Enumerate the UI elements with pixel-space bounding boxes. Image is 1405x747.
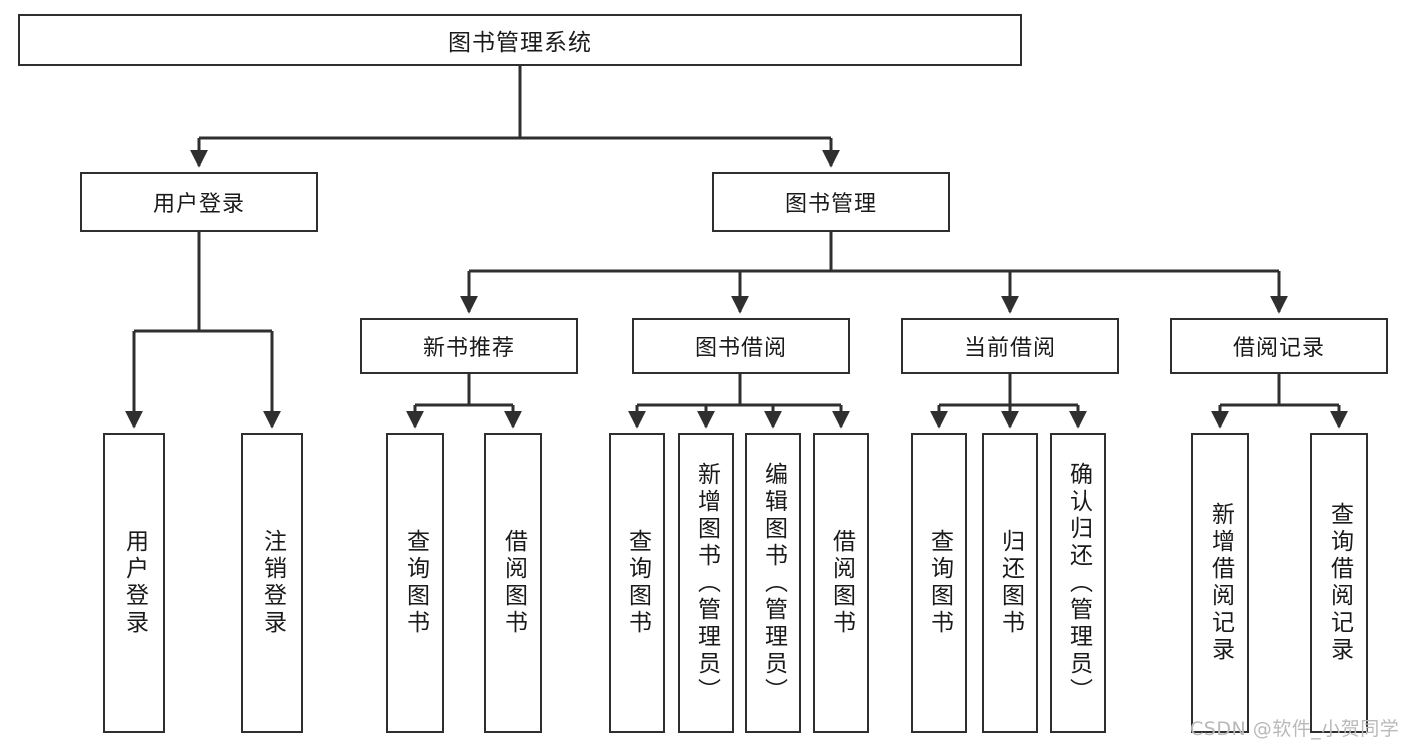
node-leaf-edit-book-label: 编辑图书（管理员） [760, 461, 787, 705]
node-leaf-borrow-book-1-label: 借阅图书 [500, 529, 527, 637]
node-leaf-query-record[interactable]: 查询借阅记录 [1310, 433, 1368, 733]
node-book-borrow-label: 图书借阅 [694, 336, 787, 361]
node-leaf-query-book-2[interactable]: 查询图书 [609, 433, 665, 733]
node-leaf-add-record-label: 新增借阅记录 [1207, 502, 1234, 664]
node-leaf-query-book-1[interactable]: 查询图书 [386, 433, 444, 733]
node-leaf-user-logout-label: 注销登录 [259, 529, 286, 637]
node-leaf-borrow-book-2[interactable]: 借阅图书 [813, 433, 869, 733]
node-book-borrow[interactable]: 图书借阅 [632, 318, 850, 374]
node-book-manage-label: 图书管理 [784, 192, 877, 217]
node-leaf-query-record-label: 查询借阅记录 [1326, 502, 1353, 664]
node-leaf-user-login[interactable]: 用户登录 [103, 433, 165, 733]
node-leaf-add-book[interactable]: 新增图书（管理员） [678, 433, 734, 733]
node-current-borrow[interactable]: 当前借阅 [901, 318, 1119, 374]
node-borrow-record[interactable]: 借阅记录 [1170, 318, 1388, 374]
node-leaf-confirm-return-label: 确认归还（管理员） [1065, 461, 1092, 705]
node-leaf-edit-book[interactable]: 编辑图书（管理员） [745, 433, 801, 733]
node-leaf-user-logout[interactable]: 注销登录 [241, 433, 303, 733]
node-leaf-query-book-2-label: 查询图书 [624, 529, 651, 637]
node-leaf-query-book-1-label: 查询图书 [402, 529, 429, 637]
node-new-book-label: 新书推荐 [422, 336, 515, 361]
node-book-manage[interactable]: 图书管理 [712, 172, 950, 232]
node-leaf-query-book-3[interactable]: 查询图书 [911, 433, 967, 733]
node-leaf-return-book[interactable]: 归还图书 [982, 433, 1038, 733]
node-leaf-query-book-3-label: 查询图书 [926, 529, 953, 637]
node-leaf-return-book-label: 归还图书 [997, 529, 1024, 637]
node-leaf-borrow-book-1[interactable]: 借阅图书 [484, 433, 542, 733]
node-borrow-record-label: 借阅记录 [1232, 336, 1325, 361]
node-user-login[interactable]: 用户登录 [80, 172, 318, 232]
node-current-borrow-label: 当前借阅 [963, 336, 1056, 361]
node-leaf-add-book-label: 新增图书（管理员） [693, 461, 720, 705]
node-leaf-confirm-return[interactable]: 确认归还（管理员） [1050, 433, 1106, 733]
csdn-watermark: CSDN @软件_小贺同学 [1190, 718, 1400, 740]
node-leaf-add-record[interactable]: 新增借阅记录 [1191, 433, 1249, 733]
node-user-login-label: 用户登录 [152, 192, 245, 217]
node-leaf-borrow-book-2-label: 借阅图书 [828, 529, 855, 637]
node-root[interactable]: 图书管理系统 [18, 14, 1022, 66]
node-leaf-user-login-label: 用户登录 [121, 529, 148, 637]
node-new-book[interactable]: 新书推荐 [360, 318, 578, 374]
node-root-label: 图书管理系统 [448, 30, 592, 56]
